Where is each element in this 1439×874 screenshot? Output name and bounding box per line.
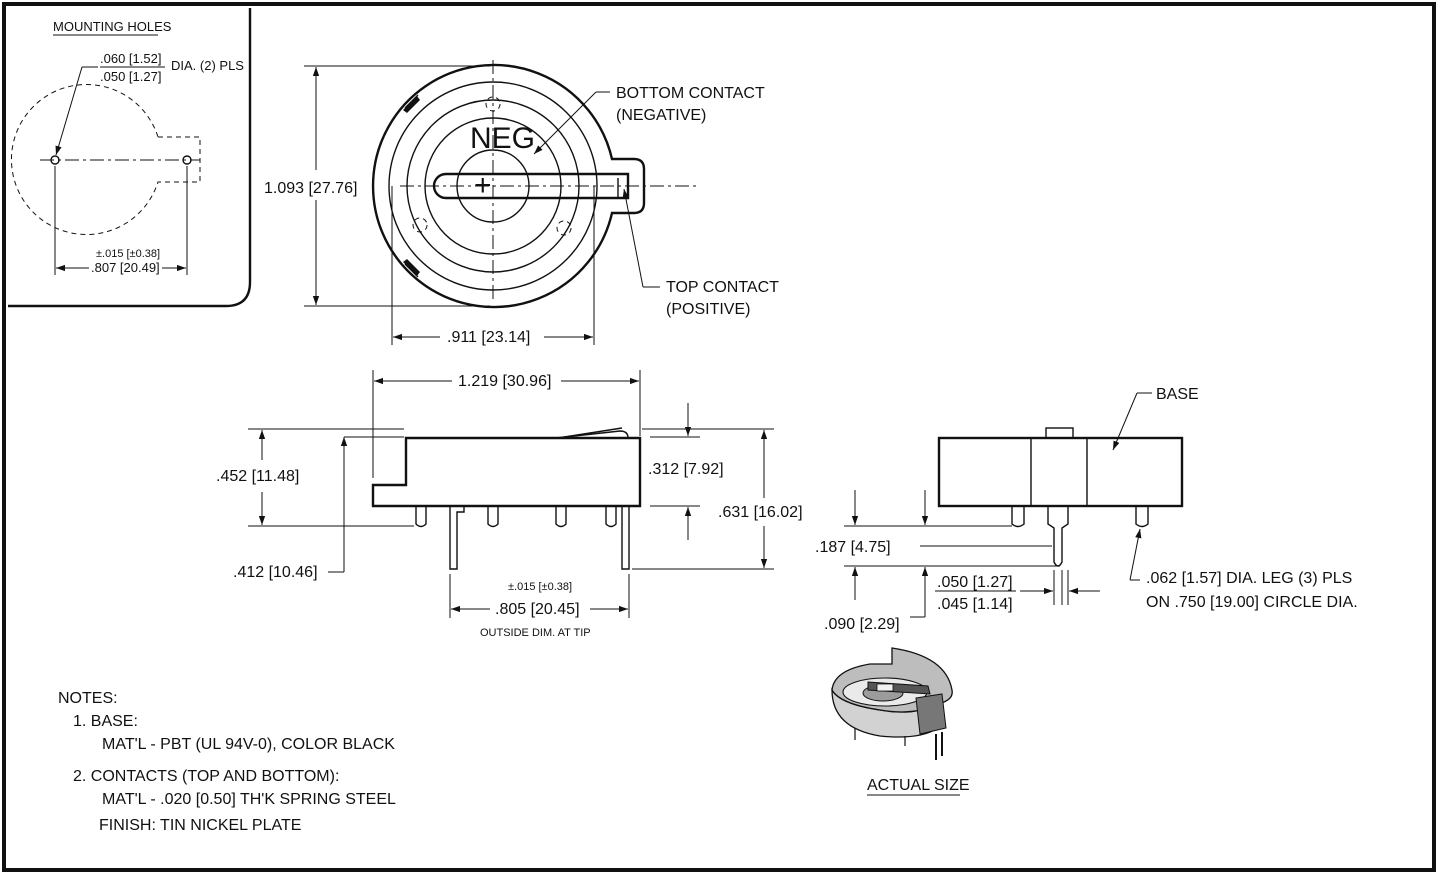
top-view: NEG + 1.093 [27.76] .911 [23.14] BOTTOM …	[264, 60, 779, 346]
note-1-line-1: MAT'L - PBT (UL 94V-0), COLOR BLACK	[102, 736, 395, 753]
top-contact-bar	[432, 172, 630, 200]
overall-height-dim: .631 [16.02]	[718, 504, 803, 521]
end-body	[937, 436, 1184, 508]
hole-dia-suffix: DIA. (2) PLS	[171, 58, 244, 73]
leg-width-max: .050 [1.27]	[937, 574, 1013, 591]
top-contact-sub: (POSITIVE)	[666, 301, 750, 318]
notes-block: NOTES: 1. BASE: MAT'L - PBT (UL 94V-0), …	[58, 690, 396, 834]
leg-length-dim: .412 [10.46]	[233, 564, 318, 581]
top-contact-label: TOP CONTACT	[666, 279, 779, 296]
tip-tol: ±.015 [±0.38]	[508, 581, 572, 593]
end-view: BASE .187 [4.75] .090 [2.29] .050 [1.27]…	[815, 386, 1358, 633]
spacing-dim: .807 [20.49]	[91, 260, 160, 275]
note-1-title: 1. BASE:	[73, 713, 138, 730]
bottom-contact-label: BOTTOM CONTACT	[616, 85, 765, 102]
spacing-tol: ±.015 [±0.38]	[96, 248, 160, 260]
upper-height-dim: .312 [7.92]	[648, 461, 724, 478]
notes-heading: NOTES:	[58, 690, 118, 707]
dim-090: .090 [2.29]	[824, 616, 900, 633]
note-2-line-1: MAT'L - .020 [0.50] TH'K SPRING STEEL	[102, 791, 396, 808]
side-view: 1.219 [30.96] .452 [11.48] .412 [10.46] …	[216, 370, 803, 639]
mount-hole-right	[182, 155, 192, 165]
actual-size-label: ACTUAL SIZE	[867, 777, 970, 794]
width-dim: .911 [23.14]	[447, 329, 530, 346]
holder-outline	[371, 63, 646, 309]
hole-dia-min: .050 [1.27]	[100, 69, 161, 84]
note-2-title: 2. CONTACTS (TOP AND BOTTOM):	[73, 768, 339, 785]
actual-size-illustration: ACTUAL SIZE	[831, 647, 970, 796]
base-label: BASE	[1156, 386, 1199, 403]
mount-hole-left	[50, 155, 60, 165]
length-dim: 1.219 [30.96]	[458, 373, 551, 390]
side-body	[371, 436, 642, 508]
tip-note: OUTSIDE DIM. AT TIP	[480, 627, 591, 639]
height-dim: 1.093 [27.76]	[264, 180, 357, 197]
mounting-holes-panel: MOUNTING HOLES .060 [1.52] .050 [1.27] D…	[8, 8, 252, 308]
mounting-holes-title: MOUNTING HOLES	[53, 19, 172, 34]
dim-187: .187 [4.75]	[815, 539, 891, 556]
hole-dia-max: .060 [1.52]	[100, 51, 161, 66]
note-2-line-2: FINISH: TIN NICKEL PLATE	[99, 817, 301, 834]
leg-note-1: .062 [1.57] DIA. LEG (3) PLS	[1146, 570, 1352, 587]
leg-note-2: ON .750 [19.00] CIRCLE DIA.	[1146, 594, 1358, 611]
tip-spacing-dim: .805 [20.45]	[495, 601, 580, 618]
neg-mark: NEG	[470, 122, 535, 155]
body-height-dim: .452 [11.48]	[216, 468, 299, 485]
leg-width-min: .045 [1.14]	[937, 596, 1013, 613]
bottom-contact-sub: (NEGATIVE)	[616, 107, 706, 124]
plus-mark: +	[474, 169, 492, 202]
